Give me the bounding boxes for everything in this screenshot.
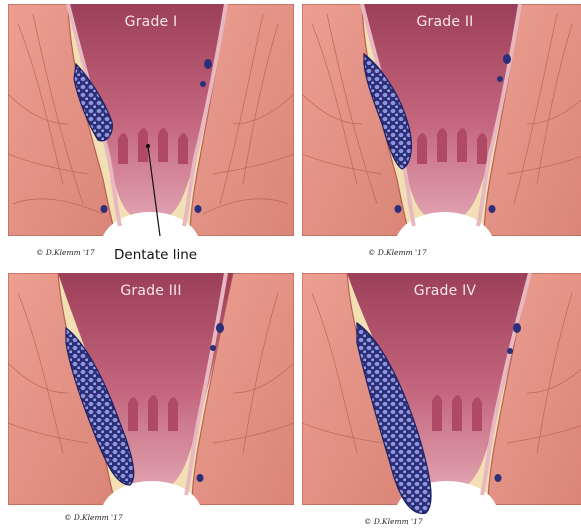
grade-title: Grade III [8,283,294,299]
panel-grade-3: Grade III © D.Klemm '17 [8,273,294,531]
anal-anatomy-illustration [302,273,581,531]
grade-title: Grade II [302,14,581,30]
illustrator-credit: © D.Klemm '17 [368,248,427,257]
anal-anatomy-illustration [8,273,294,531]
anal-anatomy-illustration [8,4,294,262]
panel-grade-1: Grade I © D.Klemm '17 [8,4,294,262]
illustrator-credit: © D.Klemm '17 [36,248,95,257]
panel-grade-4: Grade IV © D.Klemm '17 [302,273,581,531]
grade-title: Grade I [8,14,294,30]
illustrator-credit: © D.Klemm '17 [364,517,423,526]
anal-anatomy-illustration [302,4,581,262]
grade-title: Grade IV [302,283,581,299]
illustrator-credit: © D.Klemm '17 [64,513,123,522]
panel-grade-2: Grade II © D.Klemm '17 [302,4,581,262]
dentate-line-label: Dentate line [112,247,199,263]
